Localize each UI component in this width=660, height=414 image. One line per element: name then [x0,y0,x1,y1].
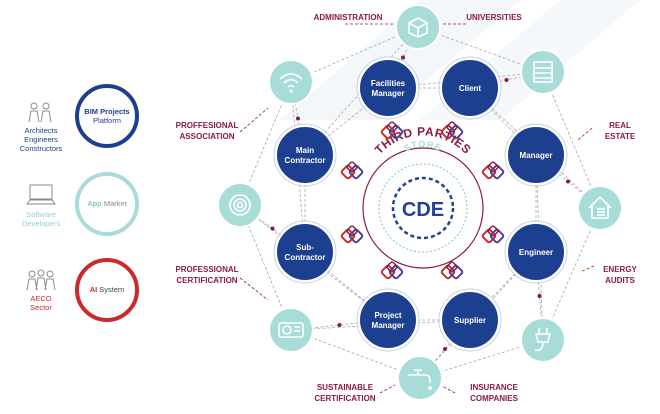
legend-role-text: AECO Sector [30,294,52,312]
chain-link-icon [340,225,364,244]
prof-cert-label-line2: CERTIFICATION [176,276,237,285]
prof-assoc-label-line1: PROFFESIONAL [176,121,239,130]
app-market-ring[interactable]: App Market [75,172,139,236]
wifi-icon [268,59,314,105]
chain-link-icon [340,161,364,180]
insurance-label-line2: COMPANIES [470,394,519,403]
role-label: Client [459,84,482,93]
role-label: Manager [520,151,553,160]
real-estate-label-line1: REAL [609,121,631,130]
role-label: Sub-Contractor [285,243,326,262]
store-label: STORE [402,139,443,153]
house-icon [577,185,623,231]
chain-link-icon [380,261,404,280]
sustainable-label-line2: CERTIFICATION [314,394,375,403]
chain-link-icon [481,161,505,180]
cde-label: CDE [402,199,444,221]
legend-row-app: Software Developers App Market [0,170,170,250]
administration-label: ADMINISTRATION [314,13,383,22]
store-ring [378,163,468,253]
third-parties-ring [362,147,484,269]
real-estate-label-line2: ESTATE [605,132,636,141]
chain-link-icon [380,121,404,140]
legend-row-ai: AECO Sector AI System [0,256,170,336]
legend-row-bim: Architects Engineers Constructors BIM Pr… [0,84,170,164]
chain-link-icon [481,225,505,244]
air-conditioner-icon [268,307,314,353]
box-icon [395,4,441,50]
role-node-client[interactable]: Client [438,56,502,120]
legend-role-text: Architects Engineers Constructors [19,126,63,153]
role-node-sub-contractor[interactable]: Sub-Contractor [273,220,337,284]
energy-audits-label-line1: ENERGY [603,265,637,274]
sustainable-label-line1: SUSTAINABLE [317,383,374,392]
faucet-icon [397,355,443,401]
plug-icon [520,317,566,363]
role-node-engineer[interactable]: Engineer [504,220,568,284]
computer-icon [26,184,56,205]
chain-link-icon [440,121,464,140]
chain-link-icons [340,121,505,280]
cde-circle[interactable] [391,176,455,240]
ai-system-ring[interactable]: AI System [75,258,139,322]
prof-cert-label-line1: PROFESSIONAL [175,265,238,274]
chain-link-icon [440,261,464,280]
legend-role-text: Software Developers [22,210,60,228]
building-icon [520,49,566,95]
universities-label: UNIVERSITIES [466,13,522,22]
people-icon [28,102,52,123]
crowd-icon [26,269,56,291]
energy-audits-label-line2: AUDITS [605,276,635,285]
role-label: Supplier [454,316,486,325]
coil-icon [217,182,263,228]
role-label: Engineer [519,248,553,257]
outer-label-links [239,23,595,394]
prof-assoc-label-line2: ASSOCIATION [180,132,235,141]
insurance-label-line1: INSURANCE [470,383,518,392]
role-node-supplier[interactable]: Supplier [438,288,502,352]
role-node-manager[interactable]: Manager [504,123,568,187]
